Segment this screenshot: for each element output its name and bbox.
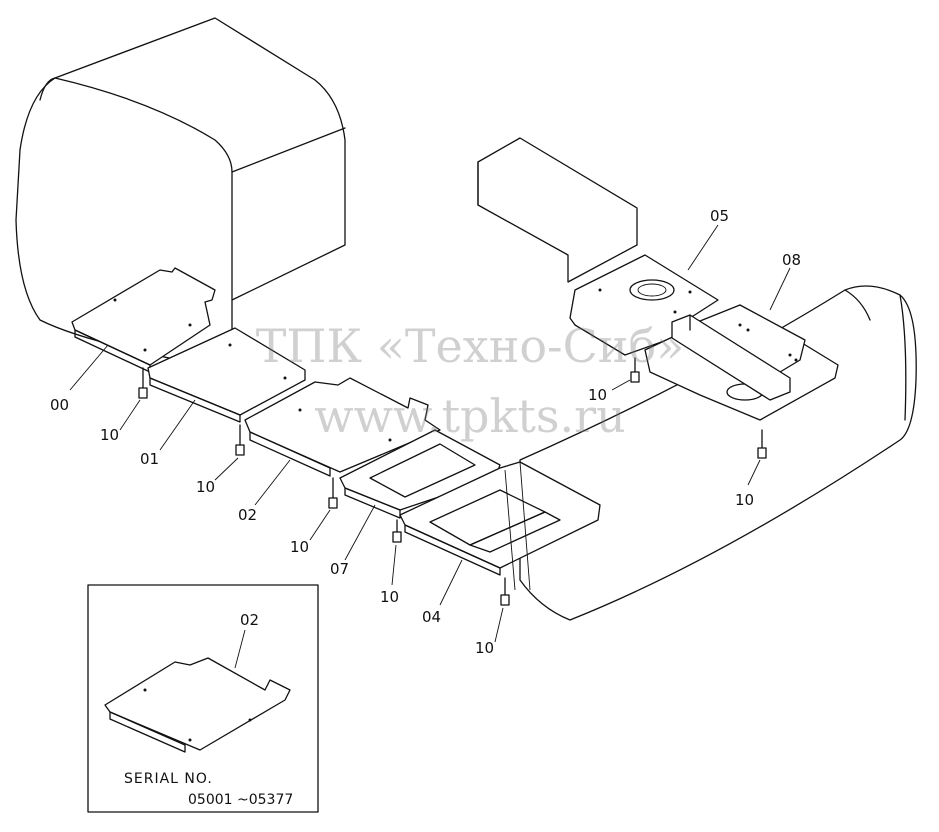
callout-07: 07	[330, 560, 349, 578]
callout-10-d: 10	[380, 588, 399, 606]
cab-outline	[15, 17, 346, 371]
bolts	[138, 357, 767, 606]
callout-10-f: 10	[588, 386, 607, 404]
callout-02: 02	[238, 506, 257, 524]
serial-label: SERIAL NO.	[124, 771, 213, 787]
plate-01	[147, 327, 306, 423]
callout-10-a: 10	[100, 426, 119, 444]
rear-block	[477, 137, 638, 283]
callout-08: 08	[782, 251, 801, 269]
callout-05: 05	[710, 207, 729, 225]
leader-lines	[69, 224, 791, 643]
callout-10-g: 10	[735, 491, 754, 509]
callout-01: 01	[140, 450, 159, 468]
callout-10-b: 10	[196, 478, 215, 496]
callout-04: 04	[422, 608, 441, 626]
plate-00	[71, 267, 216, 373]
inset-frame	[87, 584, 319, 813]
serial-range: 05001 ~05377	[188, 792, 293, 808]
watermark-line-1: ТПК «Техно-Сиб»	[256, 319, 685, 373]
callout-10-e: 10	[475, 639, 494, 657]
plate-04	[399, 461, 601, 591]
callout-00: 00	[50, 396, 69, 414]
inset-callout-02: 02	[240, 611, 259, 629]
watermark-line-2: www.tpkts.ru	[314, 389, 625, 443]
serial-inset: 02 SERIAL NO. 05001 ~05377	[87, 584, 319, 813]
plate-08	[644, 304, 839, 421]
callout-10-c: 10	[290, 538, 309, 556]
plate-02	[244, 377, 441, 477]
